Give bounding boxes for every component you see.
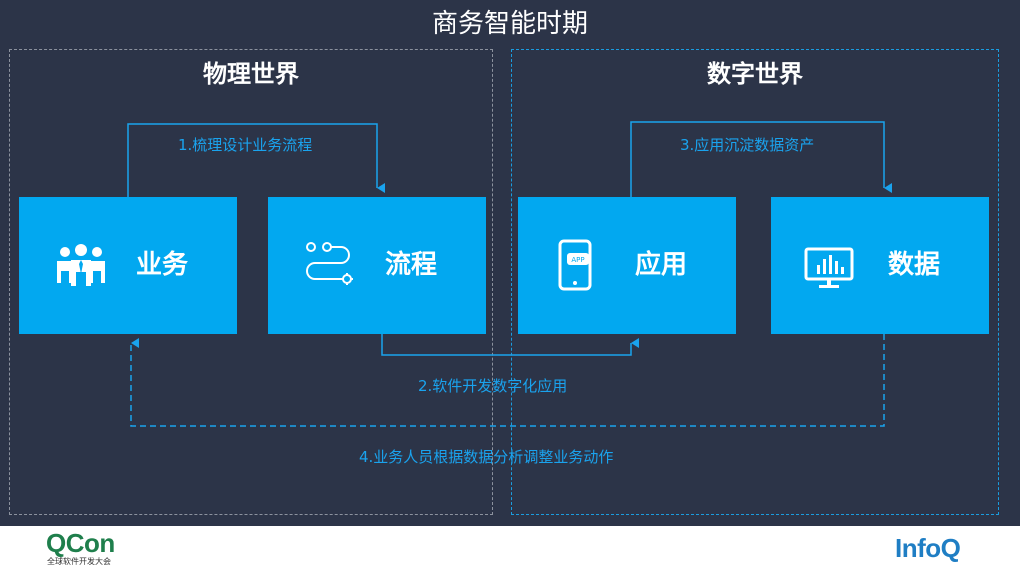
app-icon-text: APP bbox=[571, 256, 584, 264]
flow-step2-label: 2.软件开发数字化应用 bbox=[418, 377, 568, 395]
infoq-logo: InfoQ bbox=[895, 533, 961, 563]
application-label: 应用 bbox=[635, 250, 688, 280]
data-label: 数据 bbox=[888, 250, 941, 280]
monitor-chart-icon bbox=[799, 235, 859, 295]
process-label: 流程 bbox=[385, 250, 438, 280]
application-box: APP 应用 bbox=[518, 197, 736, 334]
people-icon bbox=[51, 235, 111, 295]
qcon-logo-subtitle: 全球软件开发大会 bbox=[47, 557, 111, 566]
slide: 商务智能时期 物理世界 数字世界 1.梳理设计业务流程 3.应用沉淀数据资产 2… bbox=[0, 0, 1020, 526]
flow-step4-label: 4.业务人员根据数据分析调整业务动作 bbox=[359, 448, 614, 466]
physical-world-title: 物理世界 bbox=[203, 60, 299, 88]
digital-world-section: 数字世界 bbox=[511, 49, 999, 515]
process-box: 流程 bbox=[268, 197, 486, 334]
footer bbox=[0, 526, 1020, 574]
business-box: 业务 bbox=[19, 197, 237, 334]
slide-title: 商务智能时期 bbox=[431, 9, 588, 39]
physical-world-section: 物理世界 bbox=[9, 49, 493, 515]
data-box: 数据 bbox=[771, 197, 989, 334]
qcon-logo-text: QCon bbox=[46, 528, 115, 558]
qcon-logo: QCon 全球软件开发大会 bbox=[46, 529, 136, 569]
business-label: 业务 bbox=[136, 250, 189, 280]
mobile-app-icon: APP bbox=[546, 235, 606, 295]
workflow-icon bbox=[301, 235, 361, 295]
flow-step1-label: 1.梳理设计业务流程 bbox=[178, 136, 313, 154]
digital-world-title: 数字世界 bbox=[707, 60, 803, 88]
flow-step3-label: 3.应用沉淀数据资产 bbox=[680, 136, 815, 154]
